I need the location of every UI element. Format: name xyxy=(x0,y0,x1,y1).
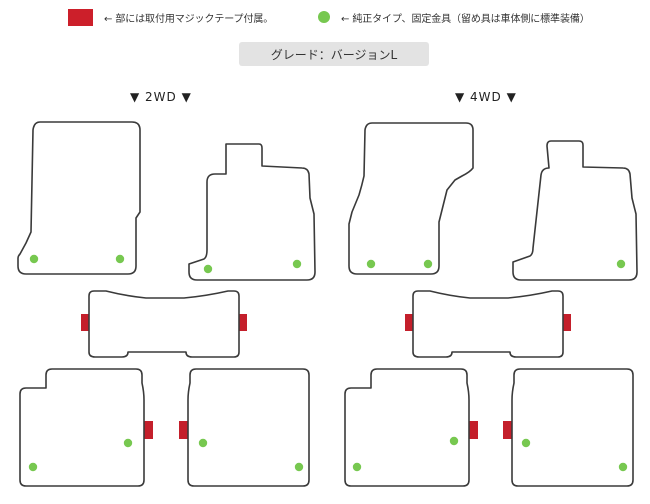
velcro-tab xyxy=(405,314,414,331)
legend-velcro-text: ← 部には取付用マジックテープ付属。 xyxy=(104,13,274,25)
clip-dot-icon xyxy=(318,11,330,23)
clip-dot xyxy=(198,438,208,448)
clip-dot xyxy=(618,462,628,472)
clip-dot xyxy=(29,254,39,264)
clip-dot xyxy=(115,254,125,264)
velcro-tab xyxy=(81,314,90,331)
center-tunnel-mat xyxy=(88,290,240,358)
clip-dot xyxy=(616,259,626,269)
clip-dot xyxy=(28,462,38,472)
velcro-tab xyxy=(238,314,247,331)
clip-dot xyxy=(294,462,304,472)
clip-dot xyxy=(366,259,376,269)
clip-dot xyxy=(423,259,433,269)
clip-dot xyxy=(521,438,531,448)
driver-front-mat xyxy=(17,121,141,275)
mat-set-2wd xyxy=(17,121,316,487)
clip-dot xyxy=(352,462,362,472)
clip-dot xyxy=(123,438,133,448)
section-label-2wd: ▼ 2WD ▼ xyxy=(130,90,192,104)
section-label-4wd: ▼ 4WD ▼ xyxy=(455,90,517,104)
mat-set-4wd xyxy=(344,122,638,487)
velcro-tab xyxy=(143,421,153,439)
legend-clip-text: ← 純正タイプ、固定金具（留め具は車体側に標準装備） xyxy=(341,13,590,25)
passenger-front-mat xyxy=(188,143,316,281)
velcro-tab xyxy=(179,421,189,439)
velcro-tab xyxy=(468,421,478,439)
passenger-front-mat xyxy=(512,140,638,281)
rear-left-mat xyxy=(19,368,145,487)
legend-clip: ← 純正タイプ、固定金具（留め具は車体側に標準装備） xyxy=(318,6,590,28)
clip-dot xyxy=(292,259,302,269)
clip-dot xyxy=(449,436,459,446)
velcro-tab xyxy=(562,314,571,331)
velcro-swatch-icon xyxy=(68,8,93,26)
rear-right-mat xyxy=(187,368,310,487)
rear-right-mat xyxy=(511,368,634,487)
grade-badge: グレード：バージョンL xyxy=(239,42,429,66)
clip-dot xyxy=(203,264,213,274)
legend: ← 部には取付用マジックテープ付属。 ← 純正タイプ、固定金具（留め具は車体側に… xyxy=(0,6,650,28)
center-tunnel-mat xyxy=(412,290,564,358)
driver-front-mat xyxy=(348,122,474,275)
rear-left-mat xyxy=(344,368,470,487)
legend-velcro: ← 部には取付用マジックテープ付属。 xyxy=(68,6,273,28)
velcro-tab xyxy=(503,421,513,439)
